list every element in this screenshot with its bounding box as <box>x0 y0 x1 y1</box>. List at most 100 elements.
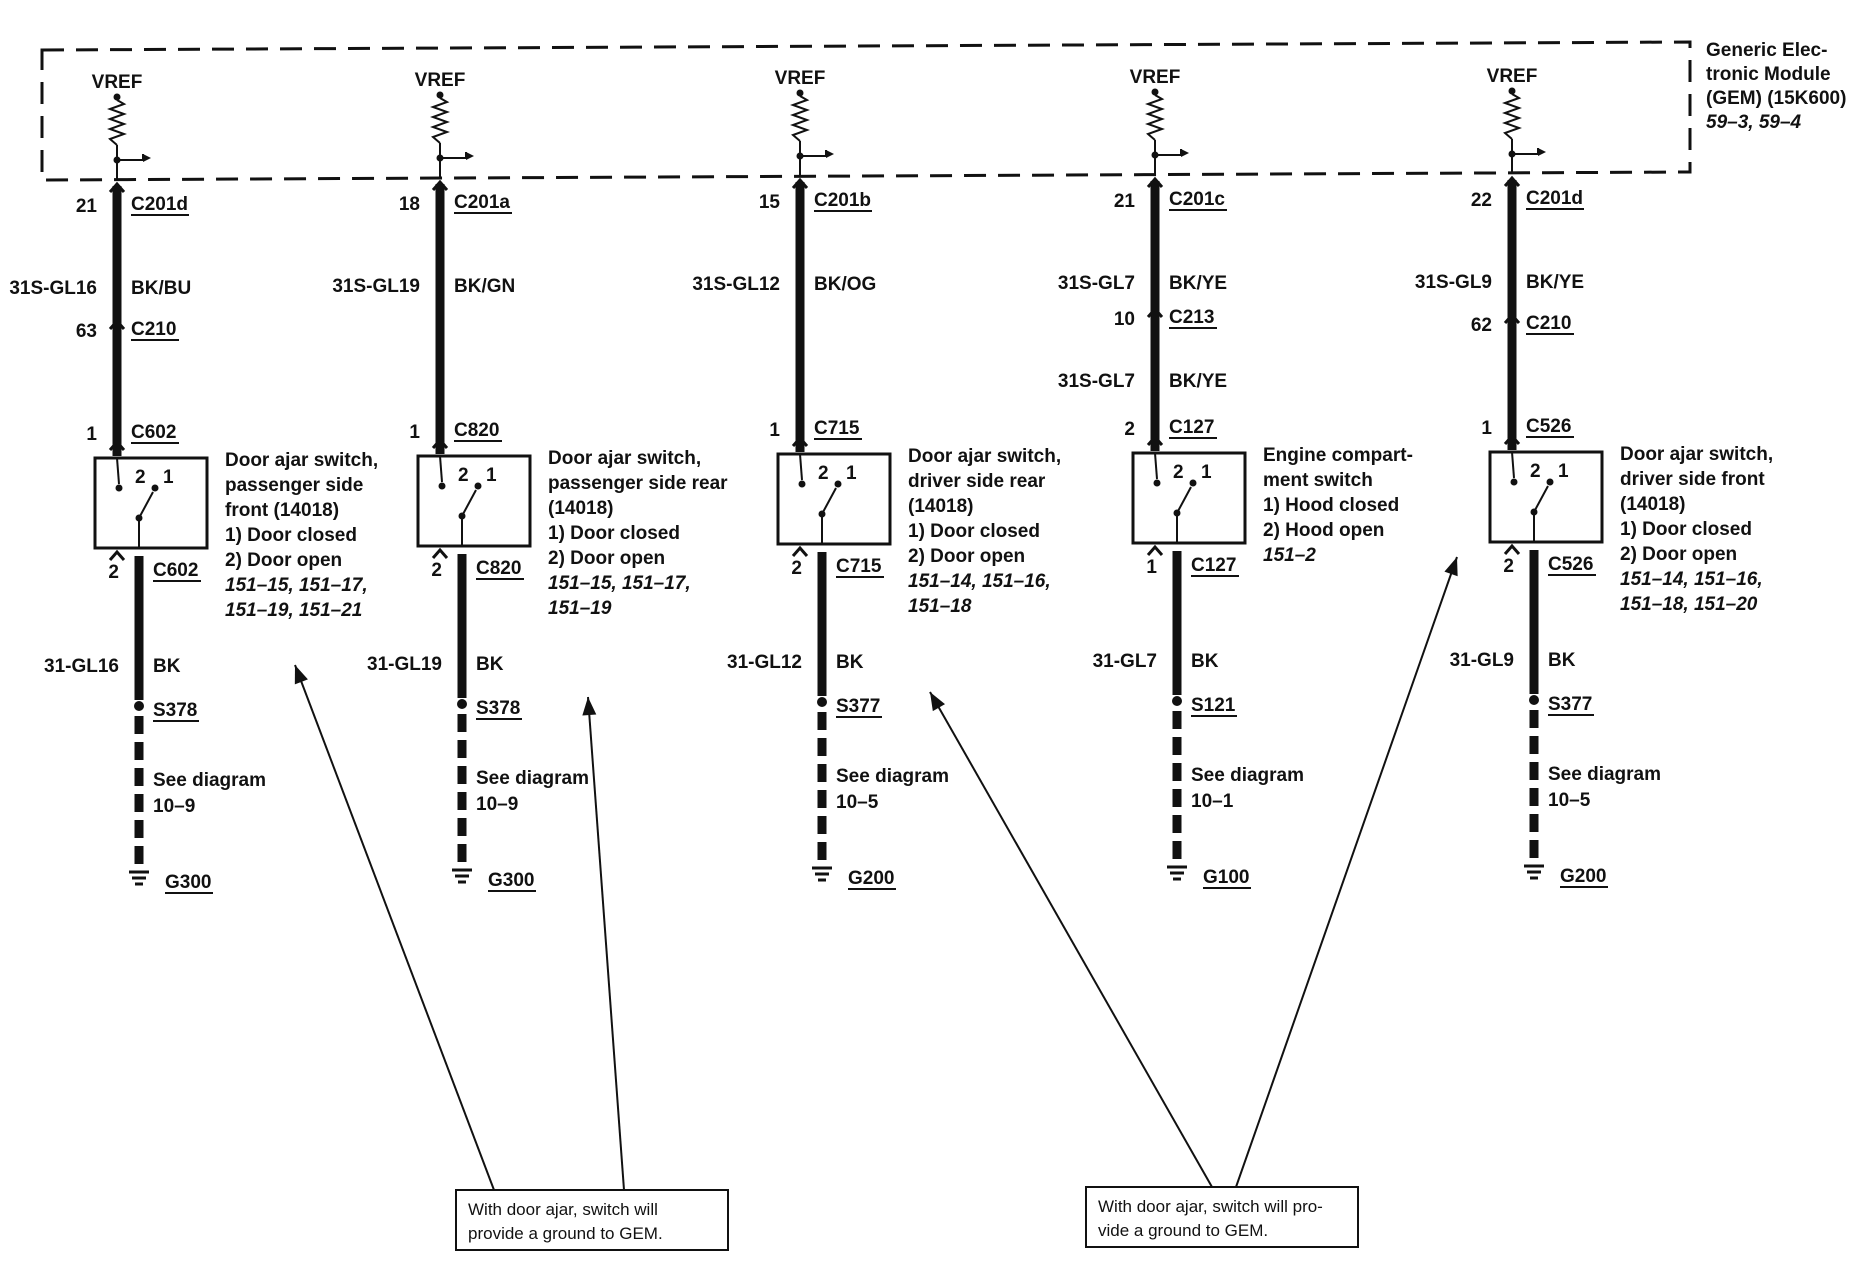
vref-node <box>436 91 444 99</box>
circuit-id: 31S-GL12 <box>692 274 780 295</box>
switch-description-line: 2) Door open <box>1620 544 1737 565</box>
callout-arrowhead <box>294 665 308 685</box>
top-pin-number: 18 <box>399 194 420 215</box>
input-tap-arrow <box>1181 149 1189 157</box>
switch-description-line: driver side rear <box>908 471 1046 492</box>
switch-contact-1 <box>474 482 482 490</box>
gem-label-line-2: tronic Module <box>1706 64 1831 85</box>
ground-wire-color: BK <box>1191 651 1219 672</box>
note-box <box>1085 1186 1359 1248</box>
see-diagram-ref: 10–5 <box>836 792 879 813</box>
top-connector: C201d <box>131 194 188 215</box>
see-diagram-ref: 10–1 <box>1191 791 1234 812</box>
switch-description-line: (14018) <box>908 496 974 517</box>
connector-mark <box>108 439 126 451</box>
see-diagram-label: See diagram <box>476 768 589 789</box>
switch-input-lead <box>439 455 443 483</box>
vref-label: VREF <box>415 70 466 91</box>
vref-label: VREF <box>1487 66 1538 87</box>
pull-up-resistor <box>1145 94 1165 141</box>
vref-label: VREF <box>1130 67 1181 88</box>
switch-description-line: (14018) <box>548 498 614 519</box>
page-reference-line: 151–19 <box>548 598 612 619</box>
wire-color: BK/GN <box>454 276 515 297</box>
top-connector: C201a <box>454 192 510 213</box>
switch-connector-out: C820 <box>476 558 521 579</box>
ground-circuit-id: 31-GL7 <box>1093 651 1157 672</box>
connector-mark <box>791 177 809 189</box>
top-connector: C201c <box>1169 189 1225 210</box>
switch-pin-in: 1 <box>769 420 780 441</box>
switch-contact-1-label: 1 <box>1558 461 1569 482</box>
connector-mark <box>1503 433 1521 445</box>
switch-description-line: 1) Door closed <box>225 525 357 546</box>
ground-wire-color: BK <box>836 652 864 673</box>
switch-input-lead <box>1154 452 1158 480</box>
switch-description-line: passenger side <box>225 475 363 496</box>
input-tap-arrow <box>143 154 151 162</box>
connector-mark <box>1146 176 1164 188</box>
note-2: With door ajar, switch will pro-vide a g… <box>929 556 1458 1248</box>
switch-description-line: 2) Hood open <box>1263 520 1384 541</box>
circuit-id-2: 31S-GL7 <box>1058 371 1135 392</box>
switch-connector-in: C526 <box>1526 416 1571 437</box>
switch-connector-in: C602 <box>131 422 176 443</box>
switch-contact-1 <box>151 484 159 492</box>
switch-description-line: 2) Door open <box>908 546 1025 567</box>
switch-contact-1-label: 1 <box>486 465 497 486</box>
note-line: With door ajar, switch will <box>468 1200 658 1219</box>
splice-id: S377 <box>836 696 880 717</box>
mid-pin-number: 10 <box>1114 309 1135 330</box>
connector-mark <box>1146 306 1164 318</box>
switch-contact-1 <box>1189 479 1197 487</box>
input-tap-arrow <box>466 152 474 160</box>
wire-color: BK/YE <box>1526 272 1584 293</box>
switch-contact-2 <box>115 484 123 492</box>
mid-connector: C210 <box>131 319 176 340</box>
connector-mark <box>108 181 126 193</box>
switch-blade <box>1176 486 1192 514</box>
connector-mark <box>791 545 809 557</box>
switch-contact-2-label: 2 <box>818 463 829 484</box>
input-tap-arrow <box>826 150 834 158</box>
switch-pin-out: 2 <box>431 560 442 581</box>
ground-circuit-id: 31-GL9 <box>1450 650 1514 671</box>
ground-circuit-id: 31-GL19 <box>367 654 442 675</box>
top-pin-number: 22 <box>1471 190 1492 211</box>
input-tap-arrow <box>1538 148 1546 156</box>
switch-pin-in: 1 <box>409 422 420 443</box>
switch-description-line: driver side front <box>1620 469 1765 490</box>
switch-description-line: front (14018) <box>225 500 339 521</box>
ground-id: G200 <box>848 868 894 889</box>
note-box <box>455 1189 729 1251</box>
switch-pin-in: 1 <box>86 424 97 445</box>
splice-id: S378 <box>476 698 520 719</box>
switch-contact-1-label: 1 <box>846 463 857 484</box>
connector-mark <box>108 549 126 561</box>
mid-connector: C213 <box>1169 307 1214 328</box>
wire-color-2: BK/YE <box>1169 371 1227 392</box>
ground-wire-color: BK <box>476 654 504 675</box>
switch-pin-out: 2 <box>791 558 802 579</box>
switch-connector-in: C127 <box>1169 417 1214 438</box>
gem-label-line-1: Generic Elec- <box>1706 40 1827 61</box>
mid-connector: C210 <box>1526 313 1571 334</box>
switch-connector-in: C820 <box>454 420 499 441</box>
ground-id: G200 <box>1560 866 1606 887</box>
switch-description-line: Door ajar switch, <box>225 450 378 471</box>
switch-contact-1 <box>1546 478 1554 486</box>
top-pin-number: 21 <box>76 196 98 217</box>
switch-description-line: passenger side rear <box>548 473 728 494</box>
switch-description-line: 1) Door closed <box>908 521 1040 542</box>
switch-contact-1-label: 1 <box>163 467 174 488</box>
input-tap <box>1155 149 1182 156</box>
vref-node <box>113 93 121 101</box>
see-diagram-ref: 10–9 <box>153 796 195 817</box>
splice-node <box>134 701 144 711</box>
switch-description-line: Engine compart- <box>1263 445 1413 466</box>
ground-id: G300 <box>488 870 534 891</box>
page-reference-line: 151–15, 151–17, <box>225 575 368 596</box>
